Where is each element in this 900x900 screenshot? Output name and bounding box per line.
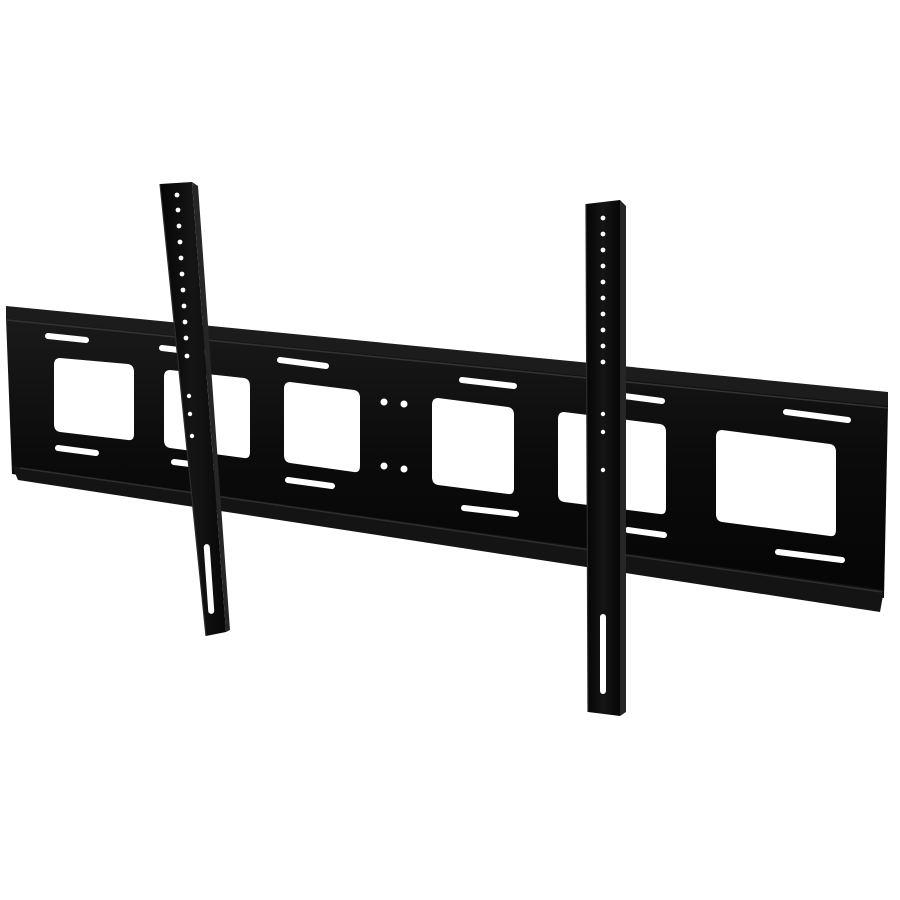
arm-hole xyxy=(187,411,193,417)
slot xyxy=(461,505,519,517)
wall-plate-top-flange xyxy=(6,306,888,408)
arm-hole xyxy=(600,411,606,417)
slot xyxy=(45,333,89,343)
arm-hole xyxy=(180,287,186,293)
arm-hole xyxy=(600,467,606,473)
wall-plate xyxy=(5,306,889,612)
arm-hole xyxy=(176,223,182,229)
slot xyxy=(285,477,335,489)
arm-hole xyxy=(175,207,181,213)
slot xyxy=(783,409,851,423)
arm-hole xyxy=(181,303,187,309)
right-arm-holes xyxy=(600,215,606,473)
arm-hole xyxy=(600,247,606,253)
slot xyxy=(621,393,665,404)
right-arm-edge xyxy=(585,203,589,713)
left-vertical-arm xyxy=(159,182,230,637)
arm-hole xyxy=(186,393,192,399)
slot xyxy=(55,445,99,456)
arm-hole xyxy=(600,327,606,333)
arm-hole xyxy=(600,215,606,221)
slot xyxy=(277,357,329,369)
center-holes xyxy=(380,398,408,473)
arm-hole xyxy=(182,319,188,325)
arm-hole xyxy=(600,311,606,317)
arm-hole xyxy=(600,295,606,301)
arm-hole xyxy=(174,192,180,198)
arm-hole xyxy=(178,255,184,261)
slot xyxy=(459,377,517,389)
window-cutouts xyxy=(54,358,836,537)
slot xyxy=(625,527,667,538)
arm-hole xyxy=(600,343,606,349)
wall-plate-top-edge xyxy=(5,319,889,409)
arm-hole xyxy=(600,263,606,269)
left-arm-slot xyxy=(203,544,215,614)
left-arm-body xyxy=(160,182,226,636)
left-arm-edge xyxy=(159,183,207,637)
arm-hole xyxy=(177,239,183,245)
arm-hole xyxy=(600,231,606,237)
right-arm-slot xyxy=(600,614,606,694)
hole xyxy=(380,398,388,406)
window-cutout xyxy=(716,430,836,537)
window-cutout xyxy=(284,382,360,473)
arm-hole xyxy=(189,433,195,439)
arm-hole xyxy=(600,279,606,285)
hole xyxy=(380,462,388,470)
window-cutout xyxy=(432,398,514,495)
arm-hole xyxy=(184,353,190,359)
right-arm-body xyxy=(586,200,620,716)
wall-plate-bottom-edge xyxy=(19,467,883,593)
slot xyxy=(775,549,845,563)
right-vertical-arm xyxy=(585,200,626,716)
arm-hole xyxy=(600,359,606,365)
hole xyxy=(400,400,408,408)
arm-hole xyxy=(600,429,606,435)
hole xyxy=(400,465,408,473)
window-cutout xyxy=(54,358,134,441)
right-arm-flange xyxy=(620,200,626,716)
left-arm-flange xyxy=(192,182,230,632)
arm-hole xyxy=(183,335,189,341)
arm-hole xyxy=(179,271,185,277)
wall-plate-bottom-flange xyxy=(12,466,884,612)
left-arm-holes xyxy=(174,192,195,439)
